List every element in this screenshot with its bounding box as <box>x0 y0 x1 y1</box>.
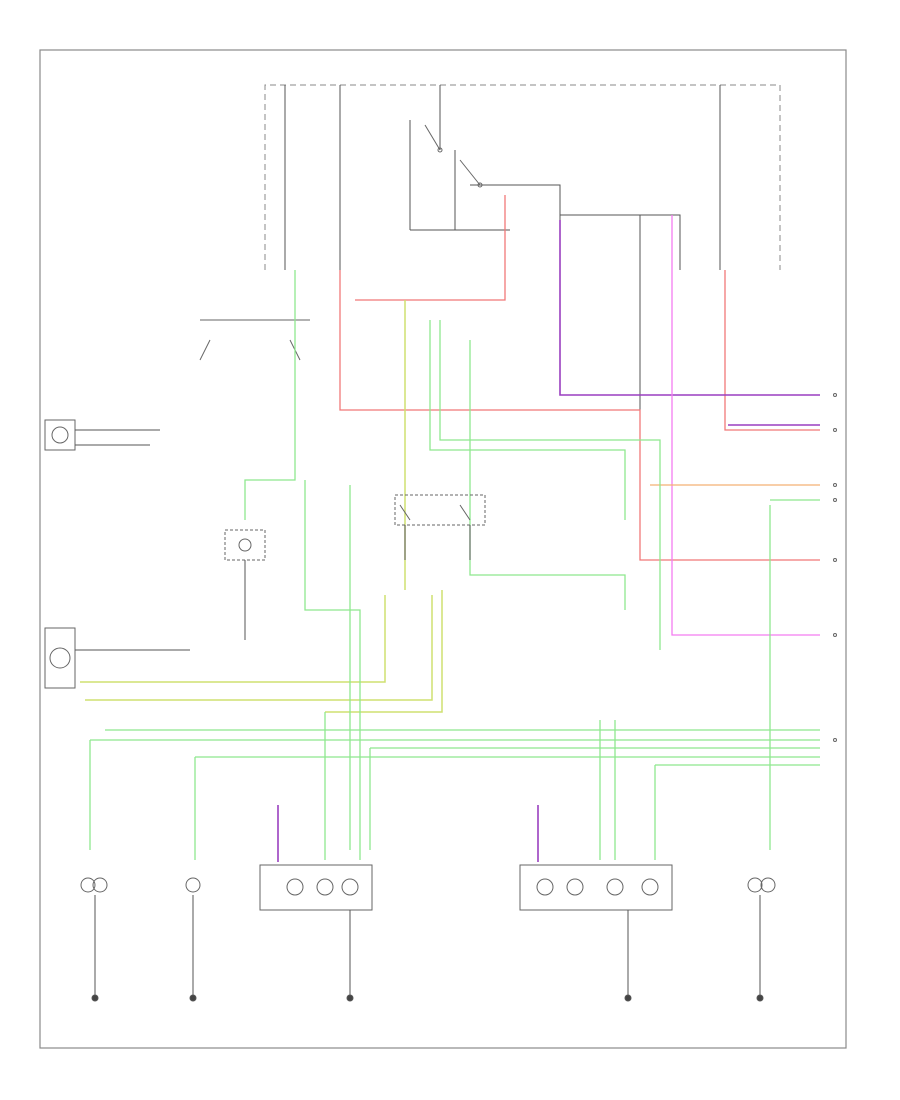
red-wires <box>339 195 820 561</box>
purple-lamp-stubs <box>277 805 539 862</box>
top-switch-group <box>199 124 483 361</box>
purple-wires <box>559 220 820 426</box>
left-lamp-top <box>44 419 160 451</box>
left-relay <box>224 529 266 640</box>
center-relay-block <box>394 494 486 560</box>
right-edge-connectors <box>833 393 837 742</box>
right-combination-lamp <box>519 864 673 995</box>
left-lamp-bottom <box>44 627 190 689</box>
diagram-frame <box>39 49 847 1049</box>
top-supply-lines <box>264 84 781 480</box>
yellow-wires <box>80 300 443 713</box>
left-combination-lamp <box>259 864 373 995</box>
ground-symbols <box>91 994 764 1002</box>
green-wires <box>89 270 820 860</box>
right-position-lamp <box>747 877 776 995</box>
left-position-lamp <box>80 877 108 995</box>
left-license-lamp <box>185 877 201 995</box>
pink-orange-wires <box>650 215 820 636</box>
